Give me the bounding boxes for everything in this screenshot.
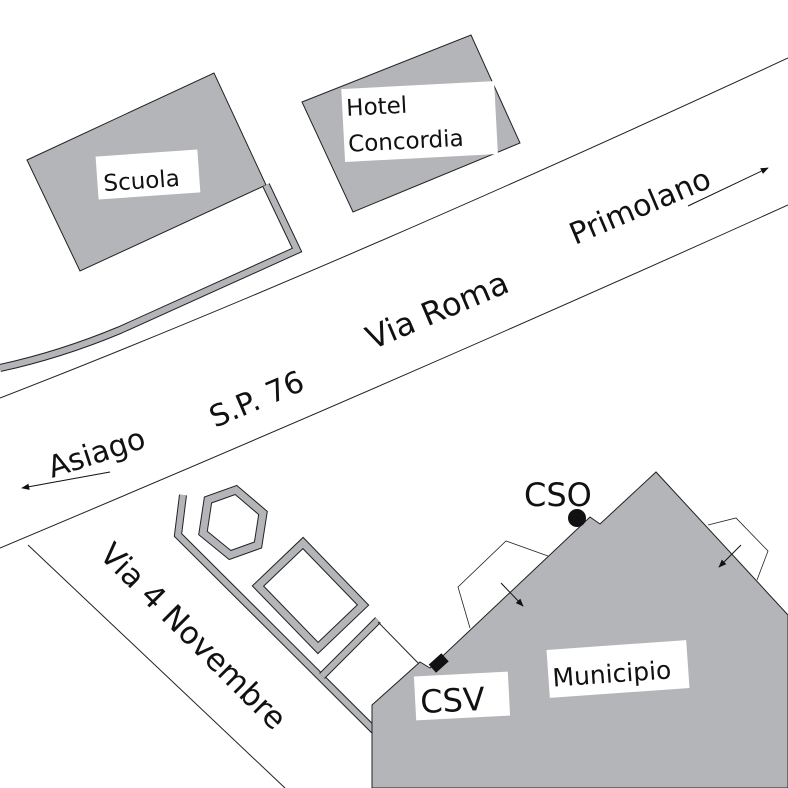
label-hotel-line1: Hotel [346,93,408,122]
cso-marker-icon [568,509,586,527]
municipio-annex-west [457,540,549,629]
label-csv: CSV [419,680,486,721]
label-cso: CSO [524,476,592,514]
road-label-sp76: S.P. 76 [204,364,309,435]
via-roma-north-edge [0,57,788,399]
municipio-annex-east [707,517,769,581]
asiago-direction-arrow-icon [21,471,111,490]
road-label-primolano: Primolano [564,162,716,253]
road-label-via-roma: Via Roma [360,263,514,357]
road-label-asiago: Asiago [44,421,150,485]
csv-marker-icon [428,653,449,673]
via-4-novembre-west-edge [27,544,286,788]
primolano-direction-arrow-icon [687,167,769,207]
entrance-arrow-icon [718,544,742,568]
via-roma-south-edge [0,204,788,549]
entrance-arrow-icon [500,582,524,607]
road-label-via-4-novembre: Via 4 Novembre [92,536,293,737]
label-hotel-line2: Concordia [348,126,465,158]
label-scuola: Scuola [103,166,181,197]
